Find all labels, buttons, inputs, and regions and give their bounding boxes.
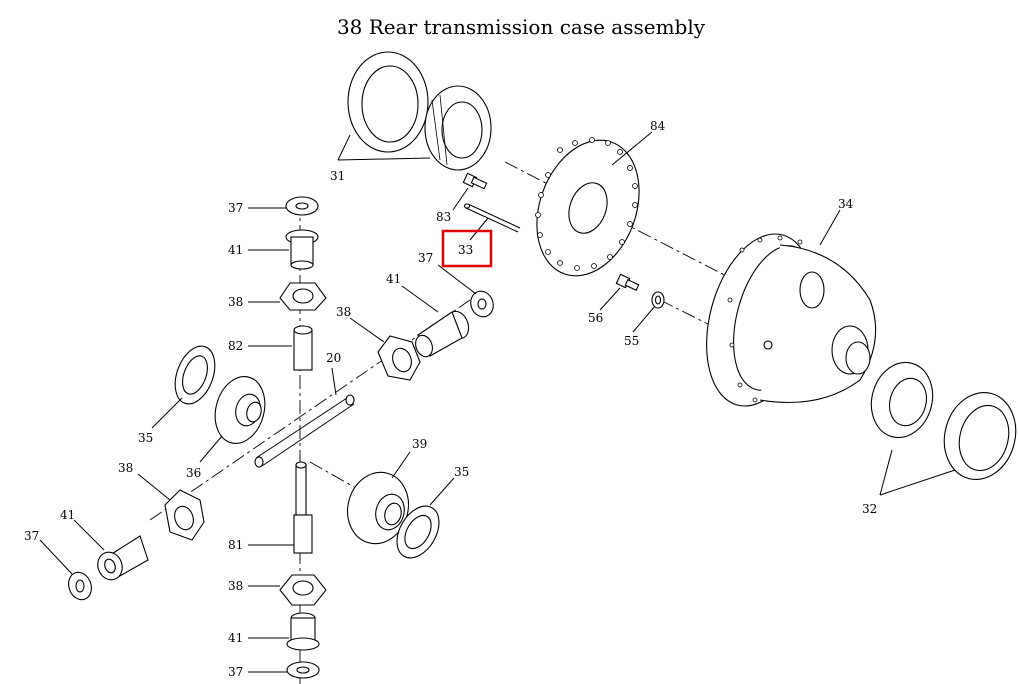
leader-32a: [879, 449, 893, 496]
leader-31b: [337, 157, 431, 161]
label-81: 81: [228, 538, 243, 552]
bushing-41-left: [97, 535, 149, 581]
label-38-top: 38: [228, 295, 243, 309]
axis-line-diagonal: [149, 299, 471, 521]
label-55: 55: [624, 334, 639, 348]
leader-38-left: [137, 473, 171, 501]
leader-34: [819, 209, 841, 246]
cross-shaft-20: [254, 394, 355, 468]
leader-41-left: [73, 519, 105, 551]
label-32: 32: [862, 502, 877, 516]
bearing-cone-31: [424, 85, 492, 171]
bushing-41-mid: [415, 310, 470, 358]
thrust-washer-35-left: [174, 345, 216, 405]
leader-37-left: [39, 539, 73, 575]
leader-20: [331, 367, 337, 396]
thrust-washer-37-bottom: [286, 661, 320, 679]
leader-36: [199, 435, 223, 463]
label-41-bottom: 41: [228, 631, 243, 645]
lock-washer-55: [651, 291, 665, 309]
leader-32b: [879, 469, 956, 496]
label-31: 31: [330, 169, 345, 183]
differential-case-34: [706, 233, 877, 407]
leader-41-mid: [401, 285, 439, 313]
pinion-gear-38-bottom: [279, 574, 327, 606]
thrust-washer-37-mid: [470, 290, 494, 318]
leader-35-left: [151, 397, 183, 429]
short-shaft-82: [293, 325, 313, 371]
label-38-bottom: 38: [228, 579, 243, 593]
label-36: 36: [186, 466, 201, 480]
flange-plate-84: [535, 137, 640, 277]
highlight-box-33: [441, 229, 493, 268]
diagram-title: 38 Rear transmission case assembly: [337, 15, 706, 39]
label-41-top: 41: [228, 243, 243, 257]
leader-83: [452, 187, 469, 211]
label-41-left: 41: [60, 508, 75, 522]
label-37-mid: 37: [418, 251, 433, 265]
label-82: 82: [228, 339, 243, 353]
label-20: 20: [326, 351, 341, 365]
label-56: 56: [588, 311, 603, 325]
label-34: 34: [838, 197, 854, 211]
leader-55: [632, 305, 656, 333]
pinion-gear-38-top: [279, 282, 327, 311]
long-shaft-81: [293, 461, 313, 554]
bolt-56: [615, 273, 640, 291]
pinion-gear-38-left: [164, 489, 205, 541]
pinion-gear-38-mid: [377, 335, 421, 381]
thrust-washer-35-right: [396, 505, 440, 559]
thrust-washer-37-left: [68, 571, 92, 601]
leader-37-mid: [437, 264, 477, 295]
label-37-left: 37: [24, 529, 39, 543]
label-41-mid: 41: [386, 272, 401, 286]
leader-35-right: [429, 477, 455, 506]
label-33: 33: [458, 243, 473, 257]
label-35-left: 35: [138, 431, 153, 445]
leader-39: [391, 451, 411, 479]
pin-33: [463, 203, 521, 233]
label-84: 84: [650, 119, 666, 133]
bearing-cup-31: [347, 51, 429, 153]
label-37-top: 37: [228, 201, 243, 215]
leader-56: [599, 287, 621, 311]
bearing-cone-32: [870, 361, 934, 439]
thrust-washer-37-top: [285, 196, 319, 216]
label-38-mid: 38: [336, 305, 351, 319]
leader-84: [611, 131, 653, 166]
bushing-41-bottom: [286, 612, 320, 651]
label-38-left: 38: [118, 461, 133, 475]
label-37-bottom: 37: [228, 665, 243, 679]
label-35-right: 35: [454, 465, 469, 479]
leader-31a: [337, 134, 351, 161]
label-39: 39: [412, 437, 427, 451]
side-gear-36: [214, 376, 266, 444]
leader-38-mid: [349, 317, 385, 343]
bearing-cup-32: [943, 391, 1017, 481]
bushing-41-top: [285, 229, 319, 270]
leader-33: [469, 217, 489, 241]
label-83: 83: [436, 210, 451, 224]
bolt-83: [462, 172, 488, 190]
